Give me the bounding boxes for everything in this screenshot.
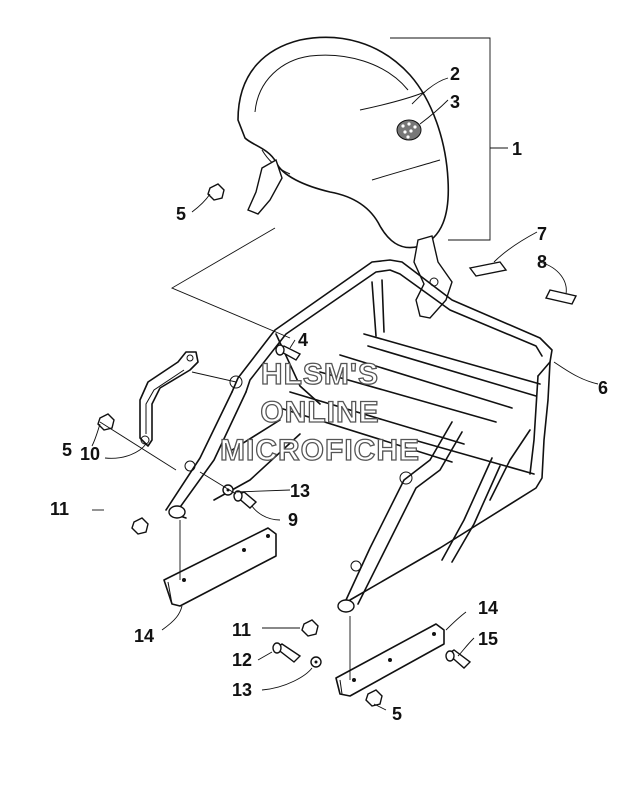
watermark-line-1: HLSM'S [261,358,379,391]
decal-7 [468,261,508,277]
washer-hardware [222,484,322,668]
watermark-line-2: ONLINE [260,396,379,429]
emblem-decal [396,119,422,141]
callout-labels: 1 2 3 4 5 5 5 6 7 8 9 10 11 11 12 13 13 … [50,64,608,724]
mounting-reference-line [170,227,291,339]
leader-lines [91,77,599,711]
callout-1: 1 [512,139,522,159]
callout-13-lower: 13 [232,680,252,700]
callout-11-right: 11 [232,620,251,640]
assembly-bracket [390,37,491,241]
decal-8 [544,289,578,305]
side-bracket [139,351,199,447]
callout-11-left: 11 [50,499,69,519]
callout-12: 12 [232,650,252,670]
callout-8: 8 [537,252,547,272]
callout-5-bottom: 5 [392,704,402,724]
callout-13-upper: 13 [290,481,310,501]
callout-15: 15 [478,629,498,649]
watermark-line-3: MICROFICHE [220,434,420,467]
callout-5-left: 5 [62,440,72,460]
callout-9: 9 [288,510,298,530]
callout-14-left: 14 [134,626,154,646]
callout-2: 2 [450,64,460,84]
nut-hardware [97,183,383,707]
backrest-cushion [237,36,453,319]
bolt-hardware [233,344,472,669]
callout-5-top: 5 [176,204,186,224]
callout-4: 4 [298,330,308,350]
callout-3: 3 [450,92,460,112]
callout-7: 7 [537,224,547,244]
mounting-plate-left [163,527,277,607]
mounting-plate-right [335,623,445,697]
watermark: HLSM'S ONLINE MICROFICHE [219,357,420,467]
callout-10: 10 [80,444,100,464]
callout-14-right: 14 [478,598,498,618]
callout-6: 6 [598,378,608,398]
